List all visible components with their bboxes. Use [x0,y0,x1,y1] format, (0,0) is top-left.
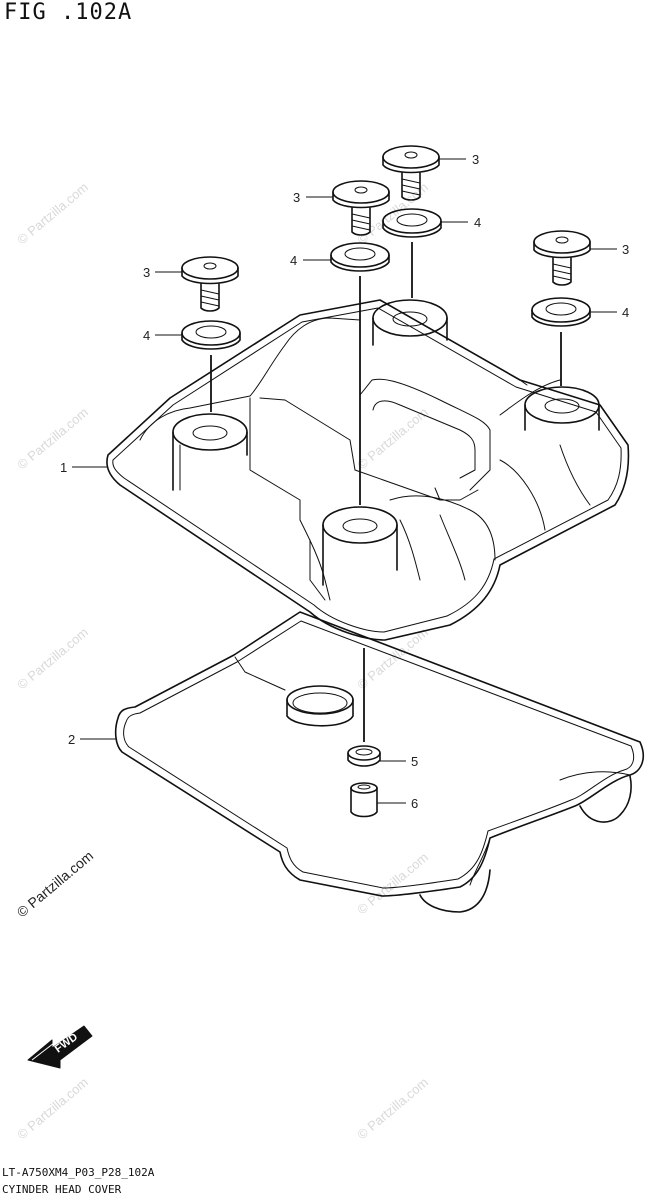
small-seal-ring [347,745,381,767]
callout-5: 5 [411,754,418,769]
cover-bolt [332,180,390,236]
cover-bolt [533,230,591,286]
watermark-text: © Partzilla.com [354,1074,431,1142]
callout-2: 2 [68,732,75,747]
cover-bolt-boss [372,299,448,346]
cylinder-head-cover-gasket [114,611,645,913]
figure-code: LT-A750XM4_P03_P28_102A [2,1166,155,1179]
cover-washer [531,297,591,327]
watermark-text: © Partzilla.com [14,179,91,247]
cover-bolt [181,256,239,312]
callout-3: 3 [293,190,300,205]
callout-4: 4 [143,328,150,343]
watermark-prominent: © Partzilla.com [14,847,97,920]
callouts: 1 2 3 3 3 3 4 4 4 4 5 6 [60,152,629,811]
assembly-axis-lines [210,242,562,742]
cover-bolt [382,145,440,201]
cover-bolt-boss [524,386,600,431]
watermark-text: © Partzilla.com [14,624,91,692]
callout-3: 3 [472,152,479,167]
callout-3: 3 [622,242,629,257]
cover-bolt-boss [172,413,248,491]
cover-bolt-boss [322,506,398,586]
forward-direction-arrow: FWD [27,1025,93,1069]
cylinder-head-cover [106,299,630,641]
callout-4: 4 [290,253,297,268]
watermark-text: © Partzilla.com [14,404,91,472]
figure-footer: LT-A750XM4_P03_P28_102A CYINDER HEAD COV… [2,1164,154,1198]
cover-washer [181,320,241,350]
callout-4: 4 [622,305,629,320]
watermark-text: © Partzilla.com [14,1074,91,1142]
watermark-text: © Partzilla.com [354,404,431,472]
callout-1: 1 [60,460,67,475]
figure-name: CYINDER HEAD COVER [2,1183,122,1196]
cover-washer [382,208,442,238]
dowel-pin [350,782,378,818]
callout-6: 6 [411,796,418,811]
figure-title: FIG .102A [4,0,133,25]
cover-washer [330,242,390,272]
watermark-text: © Partzilla.com [354,849,431,917]
callout-4: 4 [474,215,481,230]
callout-3: 3 [143,265,150,280]
